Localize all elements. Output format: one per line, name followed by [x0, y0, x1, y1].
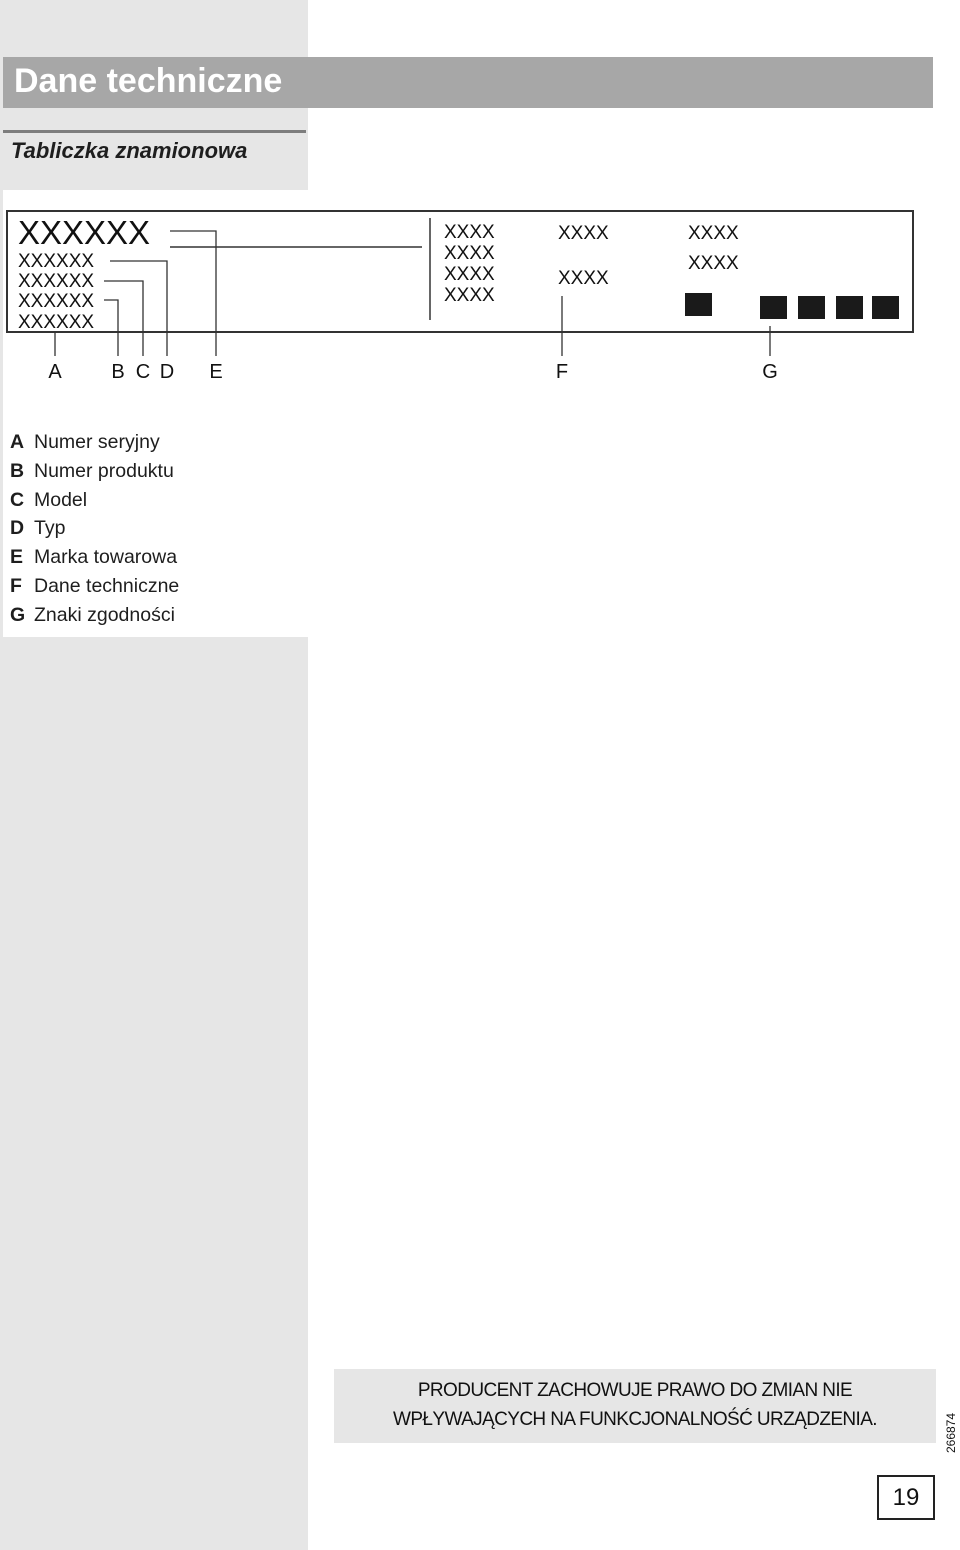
page-title: Dane techniczne [14, 62, 283, 100]
section-subtitle: Tabliczka znamionowa [11, 138, 248, 163]
plate-line-2: XXXXXX [18, 271, 94, 292]
title-bar [3, 57, 933, 108]
page-number: 19 [877, 1475, 935, 1520]
legend-item: D Typ [10, 514, 179, 543]
leader-d [110, 260, 168, 356]
legend-letter: B [10, 459, 25, 482]
legend-item: A Numer seryjny [10, 428, 179, 457]
leader-e [170, 230, 217, 356]
plate-brand: XXXXXX [18, 214, 150, 251]
plate-mid-2: XXXX [444, 243, 495, 264]
legend-item: E Marka towarowa [10, 543, 179, 572]
legend-letter: D [10, 517, 25, 540]
notice-line-1: PRODUCENT ZACHOWUJE PRAWO DO ZMIAN NIE [417, 1380, 853, 1401]
notice-line-2: WPŁYWAJĄCYCH NA FUNKCJONALNOŚĆ URZĄDZENI… [393, 1409, 878, 1430]
legend-text: Znaki zgodności [34, 603, 175, 626]
legend-letter: E [10, 546, 24, 569]
plate-line-4: XXXXXX [18, 312, 94, 333]
document-code: 266874 [944, 1412, 958, 1454]
conformity-mark [872, 296, 899, 319]
conformity-mark [836, 296, 863, 319]
callout-c: C [136, 361, 150, 383]
conformity-mark [798, 296, 825, 319]
plate-mid-1: XXXX [444, 222, 495, 243]
plate-mid-3: XXXX [444, 264, 495, 285]
legend-text: Dane techniczne [34, 574, 180, 597]
legend-text: Model [34, 488, 88, 511]
callout-g: G [762, 361, 778, 383]
leader-c [104, 280, 144, 356]
legend-text: Numer seryjny [34, 431, 160, 453]
section-rule [3, 130, 306, 133]
conformity-mark [760, 296, 787, 319]
conformity-marks [685, 293, 899, 319]
callout-d: D [160, 361, 174, 383]
callout-a: A [48, 361, 62, 383]
plate-line-1: XXXXXX [18, 251, 94, 272]
callout-b: B [111, 361, 124, 383]
plate-col3-2: XXXX [558, 268, 609, 289]
plate-line-3: XXXXXX [18, 291, 94, 312]
leader-b [104, 299, 119, 356]
legend-text: Typ [34, 517, 66, 540]
legend-text: Numer produktu [34, 459, 174, 482]
plate-col3-1: XXXX [558, 223, 609, 244]
legend-item: B Numer produktu [10, 457, 179, 486]
legend-text: Marka towarowa [34, 546, 178, 569]
legend-letter: G [10, 603, 26, 626]
legend-item: F Dane techniczne [10, 572, 179, 601]
legend-item: G Znaki zgodności [10, 601, 179, 630]
disclaimer-notice: PRODUCENT ZACHOWUJE PRAWO DO ZMIAN NIE W… [334, 1369, 936, 1443]
callout-leaders [54, 230, 771, 356]
conformity-mark [685, 293, 712, 316]
callout-e: E [209, 361, 222, 383]
plate-col4-1: XXXX [688, 223, 739, 244]
callout-f: F [556, 361, 568, 383]
legend-item: C Model [10, 486, 179, 515]
legend-letter: A [10, 431, 25, 453]
legend-letter: F [10, 574, 22, 597]
plate-col4-2: XXXX [688, 253, 739, 274]
rating-plate-diagram: XXXXXX XXXXXX XXXXXX XXXXXX XXXXXX XXXX … [6, 210, 914, 383]
plate-mid-4: XXXX [444, 285, 495, 306]
legend-letter: C [10, 488, 25, 511]
